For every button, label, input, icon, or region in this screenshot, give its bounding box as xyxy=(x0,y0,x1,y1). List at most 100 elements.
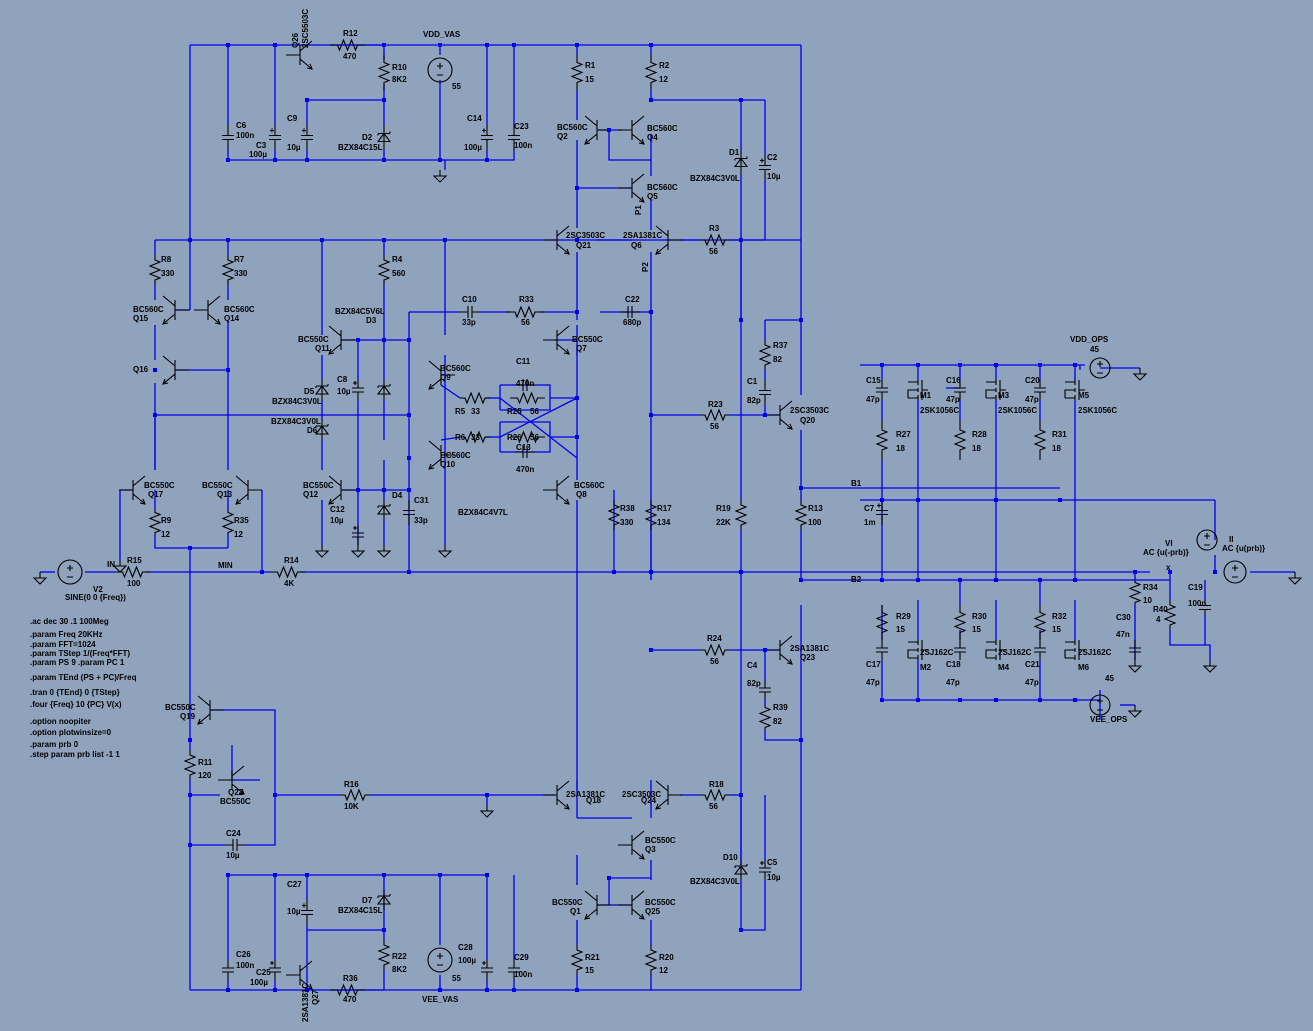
mosfet[interactable] xyxy=(985,380,1006,400)
voltage-source[interactable] xyxy=(427,947,453,973)
polarized-capacitor[interactable] xyxy=(301,900,313,925)
zener-diode[interactable] xyxy=(733,860,749,880)
directive-line[interactable]: .param TStep 1/(Freq*FFT) xyxy=(30,649,130,658)
polarized-capacitor[interactable] xyxy=(876,500,888,525)
directive-line[interactable]: .param prb 0 xyxy=(30,740,79,749)
resistor[interactable] xyxy=(734,500,748,530)
pnp-transistor[interactable] xyxy=(428,440,455,470)
wire[interactable] xyxy=(210,709,276,795)
capacitor[interactable] xyxy=(1199,600,1211,615)
resistor[interactable] xyxy=(953,420,967,460)
polarized-capacitor[interactable] xyxy=(481,125,493,150)
resistor[interactable] xyxy=(758,705,772,730)
npn-transistor[interactable] xyxy=(328,475,355,505)
wire[interactable] xyxy=(440,384,461,399)
polarized-capacitor[interactable] xyxy=(352,380,364,400)
capacitor[interactable] xyxy=(876,380,888,400)
capacitor[interactable] xyxy=(1034,640,1046,660)
capacitor[interactable] xyxy=(620,306,640,318)
wire[interactable] xyxy=(499,397,578,459)
resistor[interactable] xyxy=(221,255,235,285)
resistor[interactable] xyxy=(875,420,889,460)
pnp-transistor[interactable] xyxy=(194,295,221,325)
directive-line[interactable]: .param PS 9 .param PC 1 xyxy=(30,658,125,667)
voltage-source[interactable] xyxy=(1196,529,1218,551)
resistor[interactable] xyxy=(330,983,365,997)
wire[interactable] xyxy=(440,436,461,441)
resistor[interactable] xyxy=(607,500,621,530)
resistor[interactable] xyxy=(1033,605,1047,640)
resistor[interactable] xyxy=(1128,580,1142,605)
pnp-transistor[interactable] xyxy=(543,475,570,505)
resistor[interactable] xyxy=(330,38,365,52)
resistor[interactable] xyxy=(377,55,391,90)
voltage-source[interactable] xyxy=(1089,357,1111,379)
polarized-capacitor[interactable] xyxy=(352,525,364,545)
capacitor[interactable] xyxy=(225,839,245,851)
pnp-transistor[interactable] xyxy=(162,295,189,325)
zener-diode[interactable] xyxy=(314,380,330,400)
resistor[interactable] xyxy=(700,643,730,657)
mosfet[interactable] xyxy=(1064,640,1085,660)
voltage-source[interactable] xyxy=(427,57,453,83)
resistor[interactable] xyxy=(794,500,808,530)
capacitor[interactable] xyxy=(222,125,234,150)
npn-transistor[interactable] xyxy=(286,40,313,70)
wire[interactable] xyxy=(741,180,766,241)
capacitor[interactable] xyxy=(222,960,234,980)
capacitor[interactable] xyxy=(1034,380,1046,400)
capacitor[interactable] xyxy=(515,379,535,391)
capacitor[interactable] xyxy=(403,500,415,525)
directive-line[interactable]: .option plotwinsize=0 xyxy=(30,728,112,737)
resistor[interactable] xyxy=(148,255,162,285)
spice-directives[interactable]: .ac dec 30 .1 100Meg .param Freq 20KHz .pa… xyxy=(30,617,137,759)
pnp-transistor[interactable] xyxy=(618,173,645,203)
npn-transistor[interactable] xyxy=(766,400,793,430)
wire[interactable] xyxy=(741,880,766,931)
zener-diode[interactable] xyxy=(376,500,392,520)
capacitor[interactable] xyxy=(508,960,520,980)
directive-line[interactable]: .param Freq 20KHz xyxy=(30,630,102,639)
capacitor[interactable] xyxy=(759,380,771,405)
wire[interactable] xyxy=(119,489,133,560)
wire[interactable] xyxy=(764,730,801,741)
resistor[interactable] xyxy=(377,940,391,970)
directive-line[interactable]: .four {Freq} 10 {PC} V(x) xyxy=(30,700,122,709)
zener-diode[interactable] xyxy=(733,150,749,175)
npn-transistor[interactable] xyxy=(543,225,570,255)
capacitor[interactable] xyxy=(954,640,966,660)
wire[interactable] xyxy=(499,397,578,438)
npn-transistor[interactable] xyxy=(543,325,570,355)
npn-transistor[interactable] xyxy=(618,830,645,860)
resistor[interactable] xyxy=(644,55,658,90)
resistor[interactable] xyxy=(953,605,967,640)
directive-line[interactable]: .tran 0 {TEnd} 0 {TStep} xyxy=(30,688,120,697)
wire[interactable] xyxy=(231,745,260,781)
zener-diode[interactable] xyxy=(314,420,330,440)
pnp-transistor[interactable] xyxy=(618,115,645,145)
directive-line[interactable]: .option noopiter xyxy=(30,717,91,726)
resistor[interactable] xyxy=(570,945,584,975)
resistor[interactable] xyxy=(700,788,730,802)
resistor[interactable] xyxy=(270,565,305,579)
voltage-source[interactable] xyxy=(57,559,83,585)
mosfet[interactable] xyxy=(907,380,928,400)
npn-transistor[interactable] xyxy=(328,325,355,355)
wire[interactable] xyxy=(154,535,228,549)
resistor[interactable] xyxy=(221,510,235,535)
wire[interactable] xyxy=(487,150,515,161)
resistor[interactable] xyxy=(644,945,658,975)
resistor[interactable] xyxy=(510,430,545,444)
resistor[interactable] xyxy=(758,340,772,370)
voltage-source[interactable] xyxy=(1089,694,1111,716)
capacitor[interactable] xyxy=(508,125,520,150)
directive-line[interactable]: .ac dec 30 .1 100Meg xyxy=(30,617,109,626)
polarized-capacitor[interactable] xyxy=(481,960,493,980)
capacitor[interactable] xyxy=(515,446,535,458)
npn-transistor[interactable] xyxy=(235,475,262,505)
polarized-capacitor[interactable] xyxy=(269,125,281,150)
pnp-transistor[interactable] xyxy=(428,360,455,390)
npn-transistor[interactable] xyxy=(584,890,611,920)
resistor[interactable] xyxy=(460,430,490,444)
